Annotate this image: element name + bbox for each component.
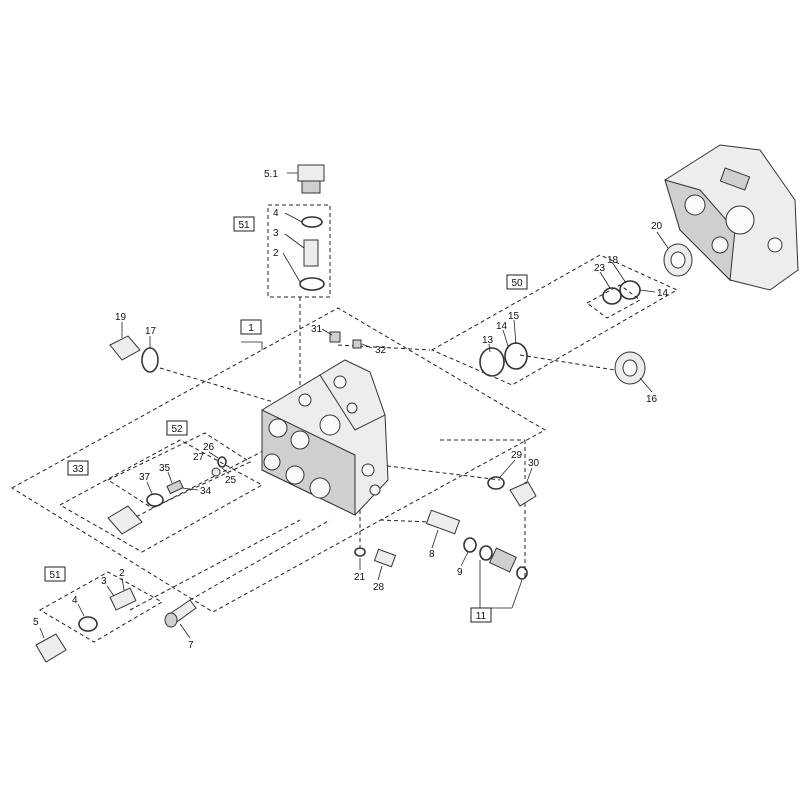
label-29: 29: [511, 450, 523, 461]
label-5-1: 5.1: [264, 169, 278, 180]
boxed-labels: 51 1 52 33 50 51 11: [44, 216, 528, 623]
label-26: 26: [203, 442, 215, 453]
box-51-top: [233, 216, 255, 232]
outline-group-52: [106, 432, 252, 509]
label-25: 25: [225, 475, 237, 486]
label-34: 34: [200, 486, 212, 497]
label-51-top: 51: [238, 220, 250, 231]
label-23: 23: [594, 263, 606, 274]
label-8: 8: [429, 549, 435, 560]
label-19: 19: [115, 312, 127, 323]
label-11: 11: [476, 611, 487, 622]
label-21: 21: [354, 572, 366, 583]
label-2-top: 2: [273, 248, 279, 259]
label-1: 1: [248, 323, 254, 334]
small-parts: [35, 164, 693, 663]
label-37: 37: [139, 472, 151, 483]
outline-group-51-bottom: [38, 571, 164, 643]
label-31: 31: [311, 324, 323, 335]
label-15: 15: [508, 311, 520, 322]
label-30: 30: [528, 458, 540, 469]
label-28: 28: [373, 582, 385, 593]
box-51-bottom: [44, 566, 66, 582]
label-9: 9: [457, 567, 463, 578]
label-20: 20: [651, 221, 663, 232]
box-52: [166, 420, 188, 436]
label-3-top: 3: [273, 228, 279, 239]
pump-housing: [664, 144, 799, 291]
label-4-bottom: 4: [72, 595, 78, 606]
part-labels: 5.1 4 3 2 19 17 31 32 26 27 25 37 35 34 …: [33, 169, 669, 651]
outline-group-1: [11, 307, 547, 613]
label-32: 32: [375, 345, 387, 356]
box-33: [67, 460, 89, 476]
label-51-bottom: 51: [49, 570, 61, 581]
label-27: 27: [193, 452, 205, 463]
label-35: 35: [159, 463, 171, 474]
label-4-top: 4: [273, 208, 279, 219]
label-14-right: 14: [657, 288, 669, 299]
label-50: 50: [511, 278, 523, 289]
label-16: 16: [646, 394, 658, 405]
box-1: [240, 319, 262, 335]
box-11: [470, 607, 492, 623]
label-33: 33: [72, 464, 84, 475]
outline-group-50-inner: [586, 284, 641, 319]
label-17: 17: [145, 326, 157, 337]
label-13: 13: [482, 335, 494, 346]
label-5-bottom: 5: [33, 617, 39, 628]
label-3-bottom: 3: [101, 576, 107, 587]
label-7: 7: [188, 640, 194, 651]
label-18: 18: [607, 255, 619, 266]
label-2-bottom: 2: [119, 568, 125, 579]
label-14-left: 14: [496, 321, 508, 332]
label-52: 52: [171, 424, 183, 435]
leader-lines: [39, 172, 669, 639]
box-50: [506, 274, 528, 290]
outline-group-51-top: [267, 204, 331, 298]
valve-body: [261, 359, 389, 516]
